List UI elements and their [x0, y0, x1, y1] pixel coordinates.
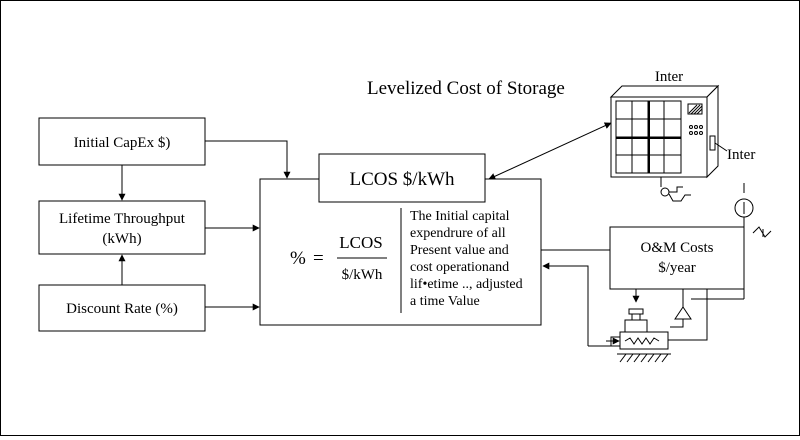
description-line: Present value and: [410, 243, 509, 258]
description-line: cost operationand: [410, 260, 509, 275]
formula-denominator: $/kWh: [342, 267, 383, 283]
description-line: a time Value: [410, 294, 480, 309]
description-line: lif•etime .., adjusted: [410, 277, 523, 292]
formula-lhs: %: [290, 248, 306, 269]
formula-description: The Initial capital expendrure of all Pr…: [410, 209, 523, 309]
capex-label: Initial CapEx $): [74, 135, 171, 151]
cabinet-label-side: Inter: [727, 147, 755, 163]
capex-box: Initial CapEx $): [38, 117, 206, 166]
throughput-label-line1: Lifetime Throughput: [59, 211, 186, 227]
lcos-cabinet-double-arrow: [488, 122, 612, 180]
formula-numerator: LCOS: [339, 233, 382, 252]
om-label-line2: $/year: [658, 260, 695, 276]
lcos-label: LCOS $/kWh: [349, 169, 455, 190]
om-label-line1: O&M Costs: [641, 240, 714, 256]
meter-icon: [734, 183, 772, 299]
cabinet-label-top: Inter: [655, 69, 683, 85]
om-feedback-arrow: [542, 262, 589, 346]
om-box: O&M Costs $/year: [609, 226, 745, 290]
pump-assembly-icon: [588, 289, 744, 363]
description-line: The Initial capital: [410, 209, 510, 224]
throughput-label-line2: (kWh): [102, 231, 141, 247]
formula-equals: =: [313, 248, 324, 269]
throughput-box: Lifetime Throughput (kWh): [38, 200, 206, 255]
description-line: expendrure of all: [410, 226, 506, 241]
discount-label: Discount Rate (%): [66, 301, 178, 317]
diagram-title: Levelized Cost of Storage: [367, 78, 565, 99]
discount-box: Discount Rate (%): [38, 284, 206, 332]
lcos-box: LCOS $/kWh: [318, 153, 486, 203]
capex-to-formula-arrow: [205, 140, 291, 179]
inverter-cabinet-icon: [609, 84, 728, 202]
